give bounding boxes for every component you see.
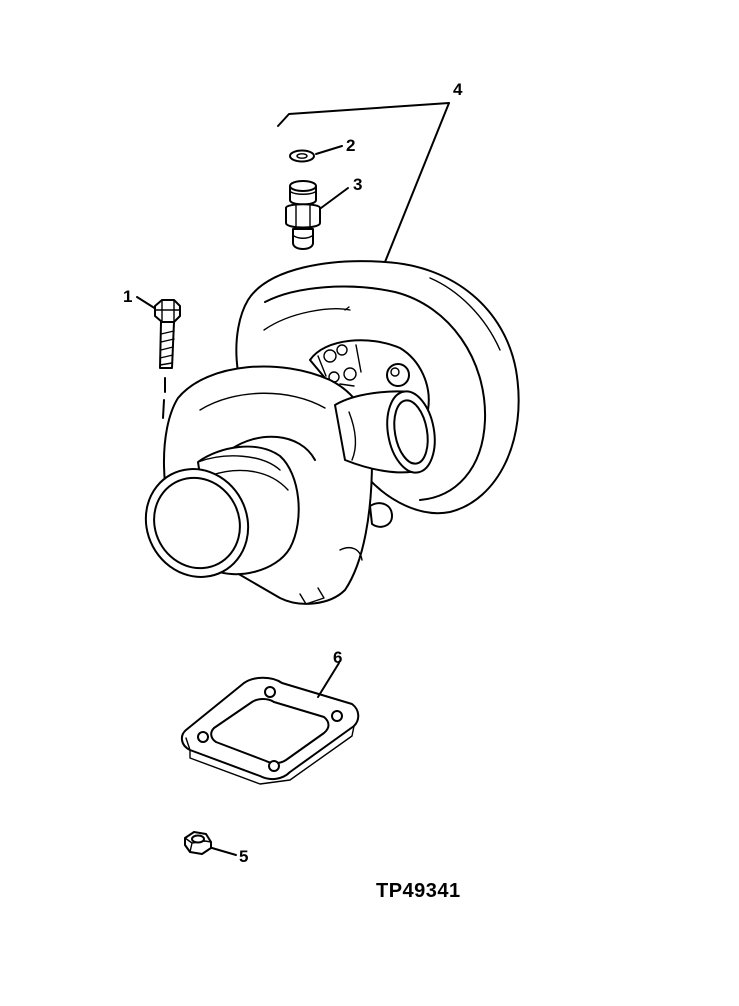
callout-3: 3	[353, 175, 363, 194]
part-6-gasket	[180, 662, 360, 785]
callout-6: 6	[333, 648, 343, 667]
part-3-fitting	[285, 180, 349, 250]
callout-5: 5	[239, 847, 249, 866]
callout-2: 2	[346, 136, 356, 155]
callout-4: 4	[453, 80, 463, 99]
figure-id-label: TP49341	[376, 880, 461, 902]
part-1-bolt	[136, 296, 181, 419]
part-5-nut	[184, 831, 237, 856]
callout-1: 1	[123, 287, 133, 306]
part-4-turbocharger	[144, 260, 520, 605]
callout-4-leader	[277, 102, 450, 263]
part-2-washer	[289, 145, 343, 163]
